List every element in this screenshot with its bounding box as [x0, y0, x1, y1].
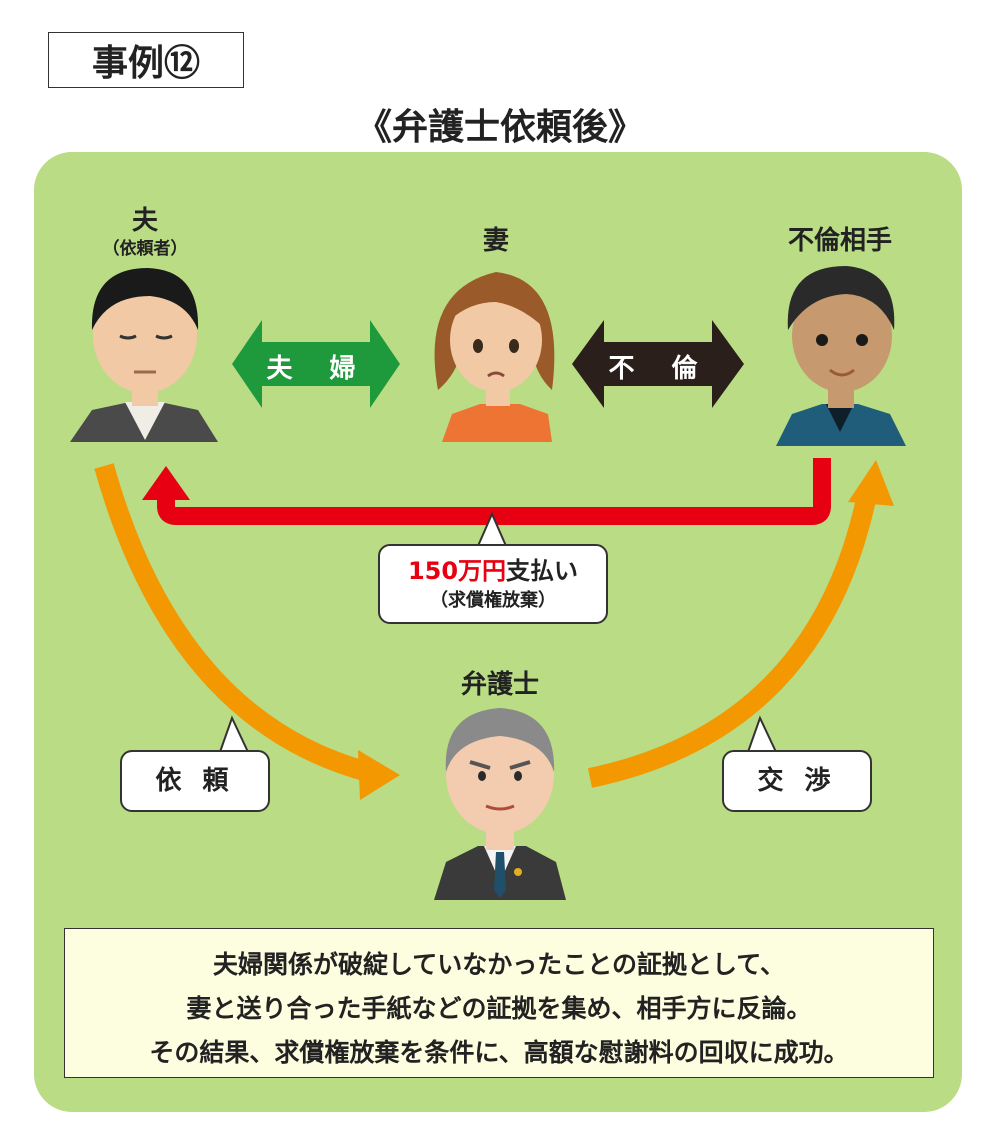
husband-role: （依頼者） — [102, 239, 188, 259]
affair-arrow — [572, 320, 744, 408]
lawyer-name: 弁護士 — [460, 670, 539, 700]
summary-box: 夫婦関係が破綻していなかったことの証拠として、 妻と送り合った手紙などの証拠を集… — [64, 928, 934, 1078]
payment-note: （求償権放棄） — [430, 590, 556, 611]
couple-label: 夫 婦 — [266, 354, 370, 384]
payment-amount: 150万円 — [407, 557, 507, 585]
payment-arrowhead — [142, 466, 190, 500]
partner-avatar — [776, 266, 906, 446]
summary-line: 夫婦関係が破綻していなかったことの証拠として、 — [212, 950, 785, 979]
partner-name: 不倫相手 — [787, 226, 892, 256]
negotiate-callout-tail — [746, 715, 778, 753]
negotiate-arrowhead — [848, 460, 894, 506]
summary-line: その結果、求償権放棄を条件に、高額な慰謝料の回収に成功。 — [149, 1038, 849, 1067]
payment-action: 支払い — [506, 557, 579, 585]
husband-name: 夫 — [131, 206, 158, 236]
husband-avatar — [70, 268, 218, 442]
wife-name: 妻 — [482, 226, 509, 256]
wife-avatar — [434, 272, 555, 442]
couple-arrow — [232, 320, 400, 408]
request-callout: 依 頼 — [120, 750, 270, 812]
payment-callout: 150万円支払い （求償権放棄） — [378, 544, 608, 624]
request-arrowhead — [358, 750, 400, 800]
summary-line: 妻と送り合った手紙などの証拠を集め、相手方に反論。 — [186, 994, 812, 1023]
page-title: 《弁護士依頼後》 — [355, 107, 644, 148]
request-callout-tail — [218, 715, 250, 753]
negotiate-callout: 交 渉 — [722, 750, 872, 812]
negotiate-flow-arrow — [587, 488, 878, 788]
affair-label: 不 倫 — [608, 354, 712, 384]
case-label: 事例⑫ — [48, 32, 244, 88]
request-flow-arrow — [94, 463, 371, 782]
payment-arrow — [157, 458, 831, 525]
lawyer-avatar — [434, 708, 566, 900]
